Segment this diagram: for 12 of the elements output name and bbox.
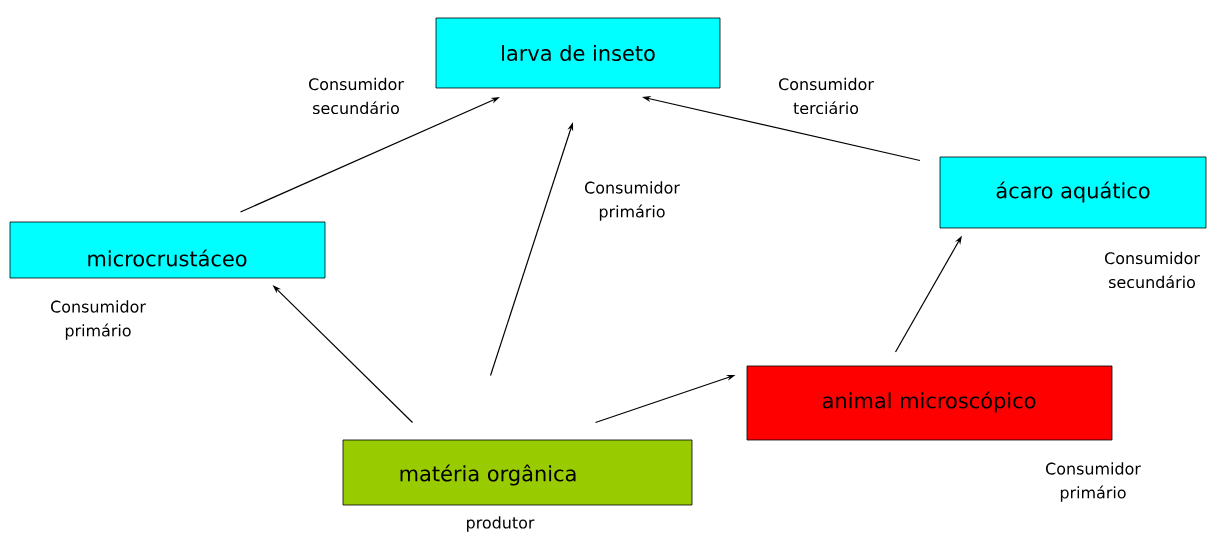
edge-label: Consumidor primário — [585, 181, 680, 221]
food-web-box: matéria orgânica — [342, 439, 693, 506]
food-web-box: animal microscópico — [746, 365, 1113, 441]
role-label: Consumidor primário — [1046, 462, 1141, 502]
edge-label: Consumidor terciário — [779, 77, 874, 115]
food-web-box: larva de inseto — [435, 17, 721, 89]
role-label: Consumidor secundário — [1105, 251, 1200, 289]
food-web-box: microcrustáceo — [9, 221, 326, 279]
edge-label: Consumidor secundário — [309, 77, 404, 115]
role-label: Consumidor primário — [51, 300, 146, 340]
food-web-box: ácaro aquático — [939, 156, 1207, 229]
role-label: produtor — [467, 516, 535, 532]
